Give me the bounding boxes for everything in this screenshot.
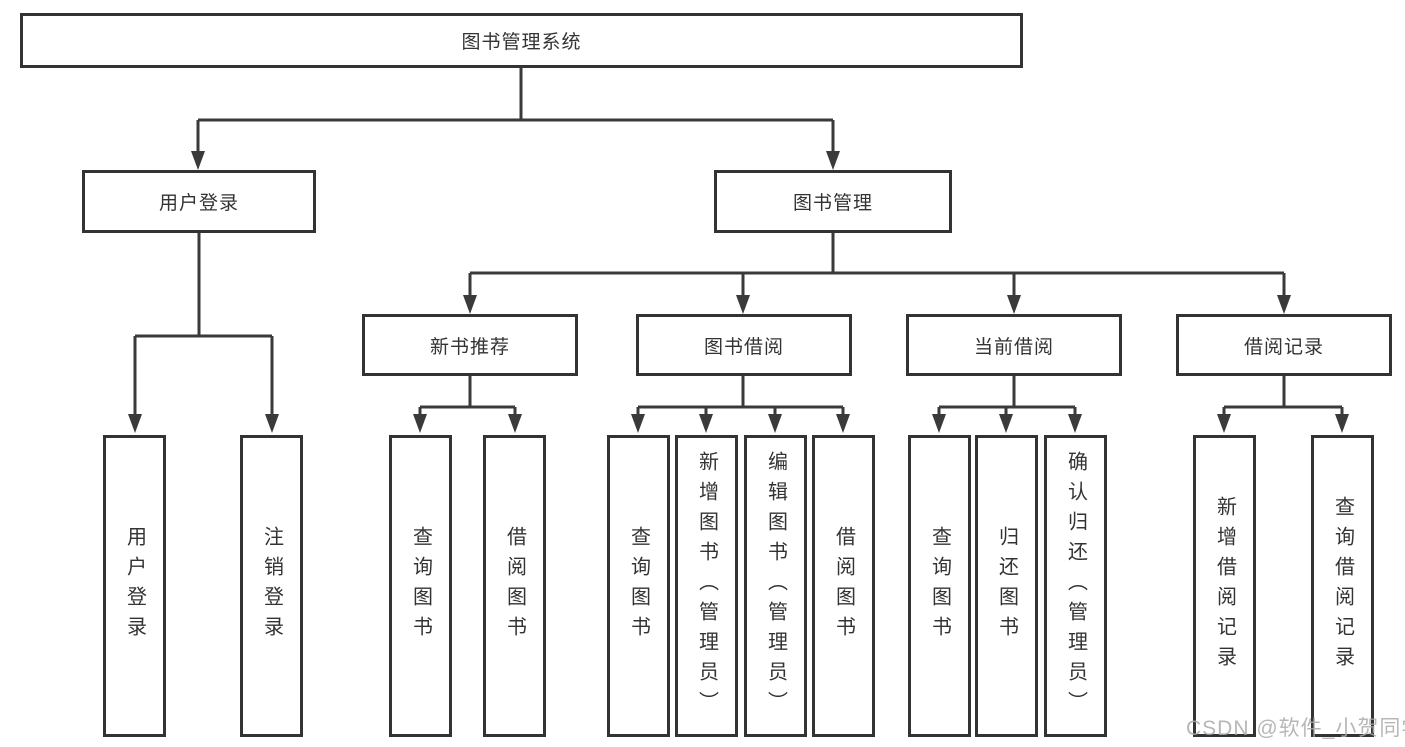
arrowhead-icons [128,151,1349,433]
node-leaf-borrow-books-recommend: 借阅图书 [483,435,546,737]
node-library-system: 图书管理系统 [20,13,1023,68]
node-leaf-user-login: 用户登录 [103,435,166,737]
node-new-book-recommend: 新书推荐 [362,314,578,376]
node-leaf-edit-book-admin: 编辑图书（管理员） [744,435,807,737]
node-leaf-add-book-admin: 新增图书（管理员） [675,435,738,737]
node-leaf-query-books-current: 查询图书 [908,435,971,737]
node-leaf-query-borrow-record: 查询借阅记录 [1311,435,1374,737]
node-book-borrow: 图书借阅 [636,314,852,376]
node-leaf-borrow-books: 借阅图书 [812,435,875,737]
watermark: CSDN @软件_小贺同学 [1186,717,1405,740]
node-leaf-confirm-return-admin: 确认归还（管理员） [1044,435,1107,737]
node-borrow-records: 借阅记录 [1176,314,1392,376]
node-leaf-add-borrow-record: 新增借阅记录 [1193,435,1256,737]
node-book-management: 图书管理 [714,170,952,233]
node-leaf-query-books-recommend: 查询图书 [389,435,452,737]
node-leaf-logout: 注销登录 [240,435,303,737]
node-leaf-return-book: 归还图书 [975,435,1038,737]
node-user-login: 用户登录 [82,170,316,233]
node-leaf-query-books-borrow: 查询图书 [607,435,670,737]
node-current-borrow: 当前借阅 [906,314,1122,376]
